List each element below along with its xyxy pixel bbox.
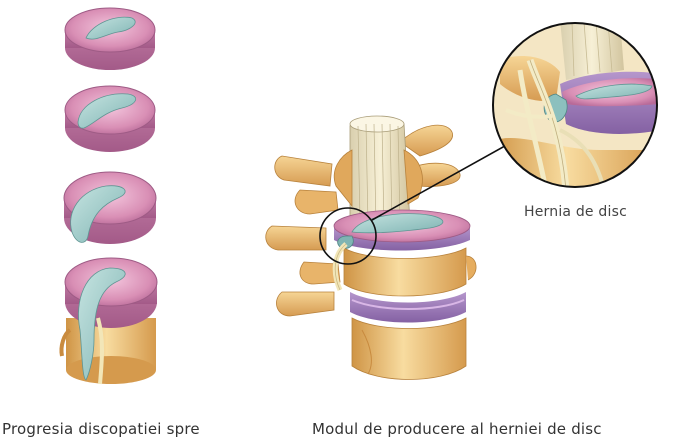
- zoom-connector-line: [371, 141, 513, 221]
- disc-stage-2: [64, 85, 156, 152]
- disc-stage-4: [59, 257, 158, 385]
- intervertebral-disc-upper: [333, 209, 471, 251]
- spinous-process: [274, 155, 333, 187]
- vertebral-body: [351, 317, 467, 380]
- nucleus-icon: [77, 93, 136, 129]
- spine-illustration: [265, 115, 477, 380]
- disc-stage-3: [63, 171, 157, 244]
- spinous-process: [265, 225, 327, 251]
- nucleus-icon: [70, 185, 126, 243]
- nucleus-icon: [78, 267, 126, 381]
- mechanism-caption: Modul de producere al herniei de disc: [312, 420, 602, 438]
- progression-column: [59, 7, 158, 385]
- facet-joint: [294, 189, 339, 215]
- zoom-lens-circle: [492, 22, 658, 188]
- nerve-root-icon: [96, 317, 104, 385]
- vertebral-body: [343, 247, 477, 297]
- spinous-process: [276, 291, 335, 317]
- disc-stage-1: [64, 7, 156, 70]
- zoom-detail: [492, 22, 658, 188]
- zoom-marker-circle: [319, 207, 377, 265]
- progression-caption: Progresia discopatiei spre: [2, 420, 200, 438]
- hernia-label: Hernia de disc: [524, 204, 627, 220]
- nucleus-icon: [85, 16, 136, 40]
- intervertebral-disc-lower: [350, 292, 466, 323]
